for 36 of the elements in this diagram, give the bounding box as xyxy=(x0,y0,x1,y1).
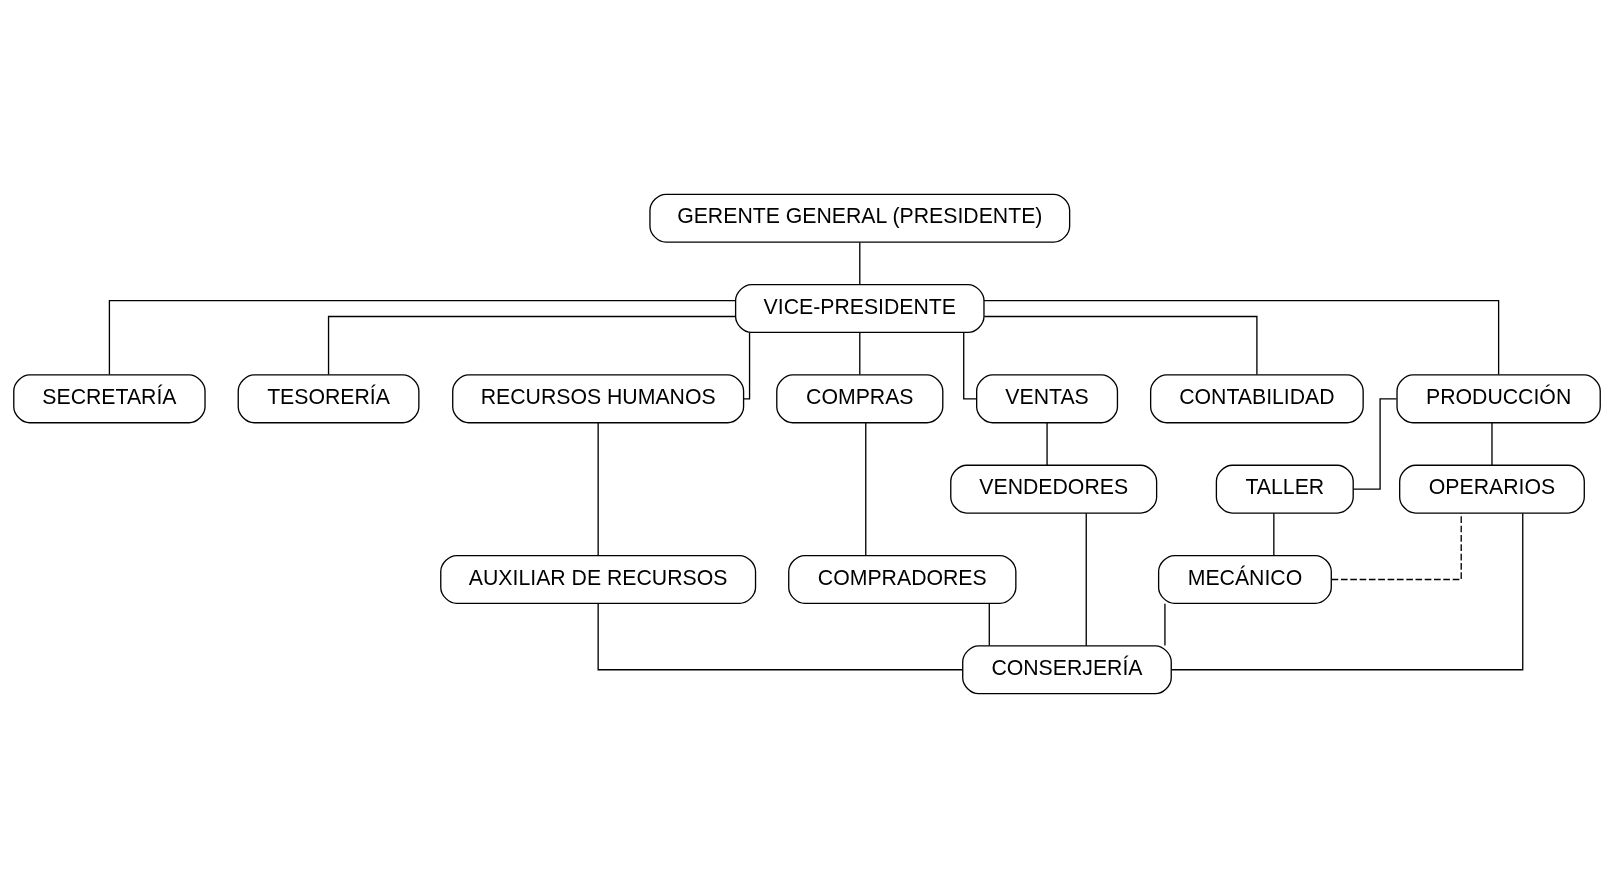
connector xyxy=(1046,422,1048,466)
connector xyxy=(108,299,737,376)
connector xyxy=(327,315,737,376)
node-box: TESORERÍA xyxy=(237,374,420,424)
node-box: SECRETARÍA xyxy=(13,374,206,424)
node-box: OPERARIOS xyxy=(1399,464,1585,514)
node-box: VICE-PRESIDENTE xyxy=(734,283,985,334)
connector xyxy=(1491,422,1493,466)
connector xyxy=(1170,512,1524,671)
connector xyxy=(859,332,861,376)
connector xyxy=(983,315,1258,376)
node-box: PRODUCCIÓN xyxy=(1396,374,1601,424)
connector xyxy=(988,603,990,647)
node-box: VENTAS xyxy=(976,374,1119,424)
node-box: CONTABILIDAD xyxy=(1150,374,1364,424)
connector xyxy=(963,332,978,400)
connector xyxy=(859,241,861,285)
node-box: AUXILIAR DE RECURSOS xyxy=(440,554,757,605)
node-box: GERENTE GENERAL (PRESIDENTE) xyxy=(649,193,1071,243)
node-box: CONSERJERÍA xyxy=(962,645,1172,695)
connector xyxy=(597,422,599,557)
node-box: COMPRAS xyxy=(776,374,944,424)
connector xyxy=(1164,603,1166,647)
connector xyxy=(1331,512,1462,581)
node-box: MECÁNICO xyxy=(1157,554,1332,605)
connector xyxy=(597,603,963,671)
connector xyxy=(865,422,867,557)
connector xyxy=(1273,512,1275,556)
connector xyxy=(1085,512,1087,647)
connector xyxy=(983,299,1500,376)
node-box: COMPRADORES xyxy=(788,554,1017,605)
node-box: TALLER xyxy=(1215,464,1354,514)
node-box: RECURSOS HUMANOS xyxy=(452,374,745,424)
node-box: VENDEDORES xyxy=(950,464,1158,514)
connector xyxy=(743,332,751,400)
connector xyxy=(1352,398,1398,490)
